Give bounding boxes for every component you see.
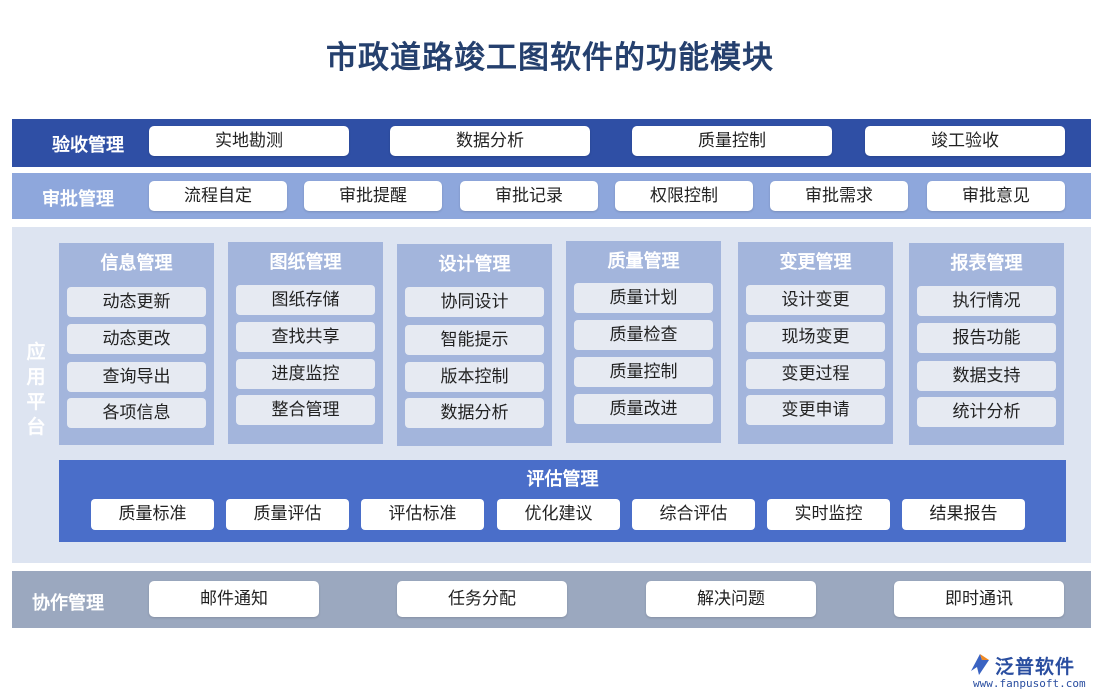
platform-label: 应用平台 <box>26 341 46 438</box>
module-item: 数据分析 <box>405 398 544 428</box>
module-item: 查找共享 <box>236 322 375 352</box>
evaluation-title: 评估管理 <box>526 469 599 490</box>
collaboration-item: 邮件通知 <box>149 581 319 617</box>
page-title: 市政道路竣工图软件的功能模块 <box>326 40 774 76</box>
approval-item: 审批需求 <box>770 181 908 211</box>
logo-mark-icon <box>971 654 989 675</box>
approval-label: 审批管理 <box>42 189 114 210</box>
module-column: 变更管理 设计变更 现场变更 变更过程 变更申请 <box>738 242 893 444</box>
module-item: 现场变更 <box>746 322 885 352</box>
module-item: 数据支持 <box>917 361 1056 391</box>
logo-name: 泛普软件 <box>995 656 1076 678</box>
module-item: 设计变更 <box>746 285 885 315</box>
collaboration-band: 协作管理 邮件通知 任务分配 解决问题 即时通讯 <box>12 571 1091 628</box>
acceptance-label: 验收管理 <box>52 135 124 156</box>
module-item: 动态更新 <box>67 287 206 317</box>
module-item: 统计分析 <box>917 397 1056 427</box>
module-column: 质量管理 质量计划 质量检查 质量控制 质量改进 <box>566 241 721 443</box>
module-title: 设计管理 <box>438 254 511 275</box>
module-title: 质量管理 <box>607 251 680 272</box>
module-title: 报表管理 <box>950 253 1023 274</box>
acceptance-item: 质量控制 <box>632 126 832 156</box>
acceptance-item: 数据分析 <box>390 126 590 156</box>
module-item: 整合管理 <box>236 395 375 425</box>
evaluation-item: 质量标准 <box>91 499 214 530</box>
module-item: 进度监控 <box>236 359 375 389</box>
module-title: 变更管理 <box>779 252 852 273</box>
approval-item: 权限控制 <box>615 181 753 211</box>
approval-item: 审批记录 <box>460 181 598 211</box>
evaluation-item: 综合评估 <box>632 499 755 530</box>
evaluation-panel: 评估管理 质量标准 质量评估 评估标准 优化建议 综合评估 实时监控 结果报告 <box>59 460 1066 542</box>
acceptance-item: 实地勘测 <box>149 126 349 156</box>
module-item: 变更过程 <box>746 359 885 389</box>
module-item: 各项信息 <box>67 398 206 428</box>
logo-url: www.fanpusoft.com <box>973 677 1086 690</box>
module-item: 质量控制 <box>574 357 713 387</box>
collaboration-item: 任务分配 <box>397 581 567 617</box>
acceptance-item: 竣工验收 <box>865 126 1065 156</box>
collaboration-item: 即时通讯 <box>894 581 1064 617</box>
evaluation-item: 优化建议 <box>497 499 620 530</box>
evaluation-item: 结果报告 <box>902 499 1025 530</box>
module-column: 设计管理 协同设计 智能提示 版本控制 数据分析 <box>397 244 552 446</box>
module-item: 智能提示 <box>405 325 544 355</box>
evaluation-item: 实时监控 <box>767 499 890 530</box>
approval-band: 审批管理 流程自定 审批提醒 审批记录 权限控制 审批需求 审批意见 <box>12 173 1091 219</box>
module-column: 报表管理 执行情况 报告功能 数据支持 统计分析 <box>909 243 1064 445</box>
module-item: 查询导出 <box>67 362 206 392</box>
module-item: 变更申请 <box>746 395 885 425</box>
approval-item: 审批意见 <box>927 181 1065 211</box>
module-item: 图纸存储 <box>236 285 375 315</box>
collaboration-label: 协作管理 <box>32 593 104 614</box>
module-item: 质量计划 <box>574 283 713 313</box>
approval-item: 流程自定 <box>149 181 287 211</box>
module-item: 协同设计 <box>405 287 544 317</box>
module-item: 动态更改 <box>67 324 206 354</box>
approval-item: 审批提醒 <box>304 181 442 211</box>
module-item: 质量改进 <box>574 394 713 424</box>
module-item: 质量检查 <box>574 320 713 350</box>
module-title: 信息管理 <box>100 253 173 274</box>
module-item: 版本控制 <box>405 362 544 392</box>
module-item: 报告功能 <box>917 323 1056 353</box>
module-title: 图纸管理 <box>269 252 342 273</box>
brand-logo: 泛普软件 www.fanpusoft.com <box>965 650 1093 694</box>
acceptance-band: 验收管理 实地勘测 数据分析 质量控制 竣工验收 <box>12 119 1091 167</box>
evaluation-item: 评估标准 <box>361 499 484 530</box>
collaboration-item: 解决问题 <box>646 581 816 617</box>
module-column: 信息管理 动态更新 动态更改 查询导出 各项信息 <box>59 243 214 445</box>
module-item: 执行情况 <box>917 286 1056 316</box>
evaluation-item: 质量评估 <box>226 499 349 530</box>
module-column: 图纸管理 图纸存储 查找共享 进度监控 整合管理 <box>228 242 383 444</box>
